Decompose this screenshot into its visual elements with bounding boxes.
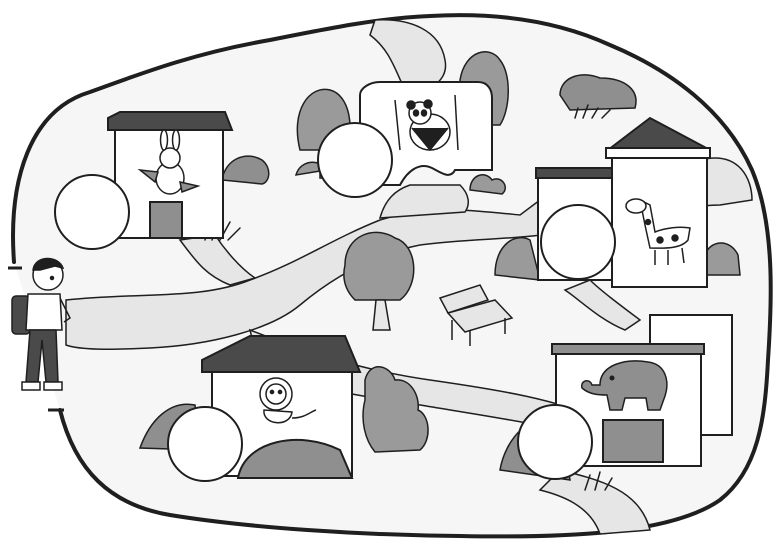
enclosure-rabbit — [54, 111, 234, 250]
enclosure-panda — [317, 81, 493, 198]
panda-icon — [394, 94, 459, 152]
lion-icon — [259, 377, 317, 424]
tree-center — [343, 231, 415, 331]
bushes — [469, 174, 741, 281]
rabbit-icon — [137, 129, 201, 195]
elephant-icon — [581, 360, 668, 411]
boy-with-backpack — [11, 257, 71, 391]
giraffe-icon — [625, 198, 691, 265]
tree-lion-right — [362, 366, 429, 453]
answer-circle-panda[interactable] — [317, 122, 393, 198]
answer-circle-elephant[interactable] — [517, 404, 593, 480]
answer-circle-rabbit[interactable] — [54, 174, 130, 250]
enclosure-elephant — [517, 314, 733, 480]
bench — [438, 284, 514, 346]
enclosure-lion — [167, 335, 362, 482]
enclosure-giraffe — [535, 116, 711, 288]
answer-circle-giraffe[interactable] — [540, 204, 616, 280]
answer-circle-lion[interactable] — [167, 406, 243, 482]
